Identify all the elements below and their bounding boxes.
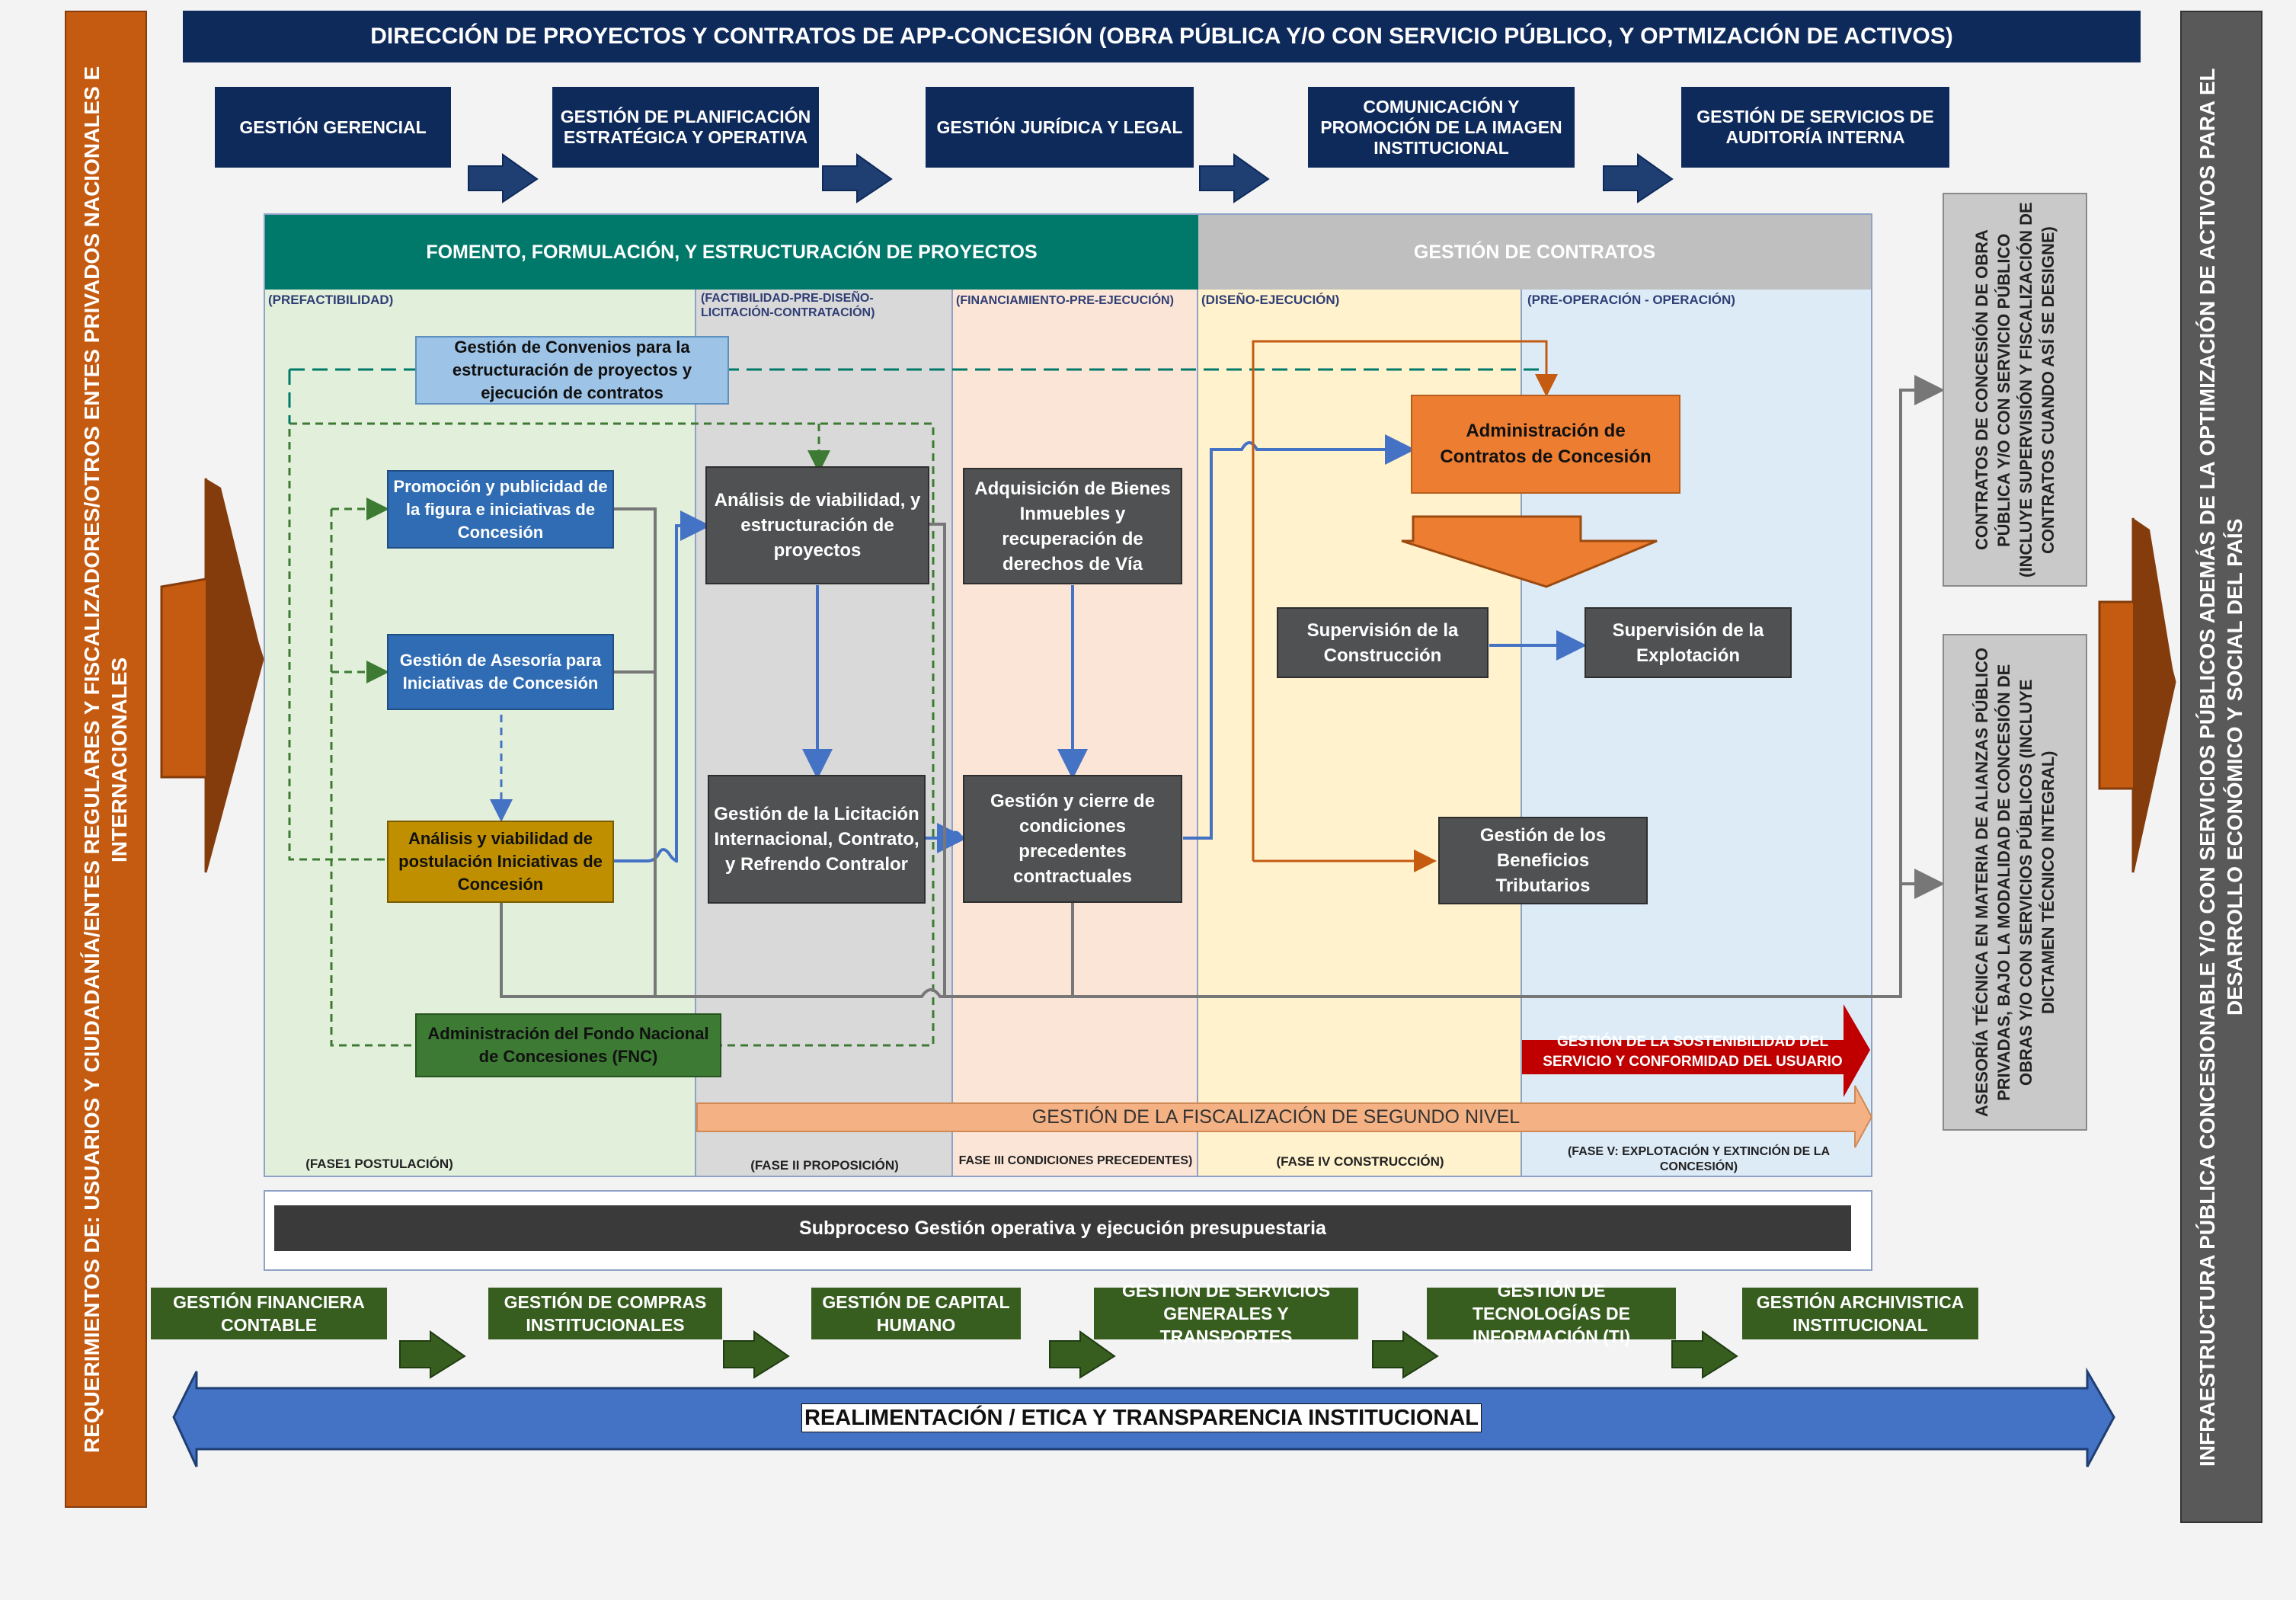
page-title: DIRECCIÓN DE PROYECTOS Y CONTRATOS DE AP… [183,11,2141,62]
support-unit-compras: GESTIÓN DE COMPRAS INSTITUCIONALES [488,1288,722,1339]
box-cierre-condiciones: Gestión y cierre de condiciones preceden… [963,775,1182,903]
box-analisis-viabilidad: Análisis de viabilidad, y estructuración… [705,466,929,584]
phase-label-top-1: (PREFACTIBILIDAD) [268,293,394,307]
box-gestion-convenios: Gestión de Convenios para la estructurac… [415,336,729,405]
output-asesoria-text: ASESORÍA TÉCNICA EN MATERIA DE ALIANZAS … [1972,648,2058,1118]
box-supervision-explotacion: Supervisión de la Explotación [1584,607,1792,678]
box-administracion-fnc: Administración del Fondo Nacional de Con… [415,1013,721,1077]
top-unit-comunicacion: COMUNICACIÓN Y PROMOCIÓN DE LA IMAGEN IN… [1308,87,1575,168]
support-unit-tecnologias: GESTIÓN DE TECNOLOGÍAS DE INFORMACIÓN (T… [1427,1281,1676,1346]
box-promocion-publicidad: Promoción y publicidad de la figura e in… [387,470,614,549]
box-adquisicion-bienes: Adquisición de Bienes Inmuebles y recupe… [963,468,1182,584]
feedback-label: REALIMENTACIÓN / ETICA Y TRANSPARENCIA I… [801,1403,1482,1432]
fiscalizacion-label: GESTIÓN DE LA FISCALIZACIÓN DE SEGUNDO N… [1031,1106,1521,1128]
left-banner: REQUERIMIENTOS DE: USUARIOS Y CIUDADANÍA… [65,11,147,1508]
right-banner: INFRAESTRUCTURA PÚBLICA CONCESIONABLE Y/… [2180,11,2262,1523]
support-unit-financiera: GESTIÓN FINANCIERA CONTABLE [151,1288,387,1339]
phase-label-top-4: (DISEÑO-EJECUCIÓN) [1201,293,1340,307]
box-beneficios-tributarios: Gestión de los Beneficios Tributarios [1438,817,1648,904]
phase-label-bottom-1: (FASE1 POSTULACIÓN) [305,1157,453,1171]
support-unit-servicios-generales: GESTIÓN DE SERVICIOS GENERALES Y TRANSPO… [1094,1281,1358,1346]
output-arrow-shape [2098,517,2176,873]
box-analisis-postulacion: Análisis y viabilidad de postulación Ini… [387,821,614,903]
box-supervision-construccion: Supervisión de la Construcción [1277,607,1489,678]
support-unit-archivistica: GESTIÓN ARCHIVISTICA INSTITUCIONAL [1742,1288,1978,1339]
top-unit-gerencial: GESTIÓN GERENCIAL [215,87,451,168]
output-contratos: CONTRATOS DE CONCESIÓN DE OBRA PÚBLICA Y… [1943,193,2087,587]
right-banner-text: INFRAESTRUCTURA PÚBLICA CONCESIONABLE Y/… [2195,67,2246,1467]
box-gestion-asesoria: Gestión de Asesoría para Iniciativas de … [387,634,614,710]
section-header-left: FOMENTO, FORMULACIÓN, Y ESTRUCTURACIÓN D… [265,215,1198,290]
top-unit-auditoria: GESTIÓN DE SERVICIOS DE AUDITORÍA INTERN… [1681,87,1949,168]
section-header-right: GESTIÓN DE CONTRATOS [1198,215,1871,290]
phase-label-bottom-3: FASE III CONDICIONES PRECEDENTES) [958,1154,1193,1167]
phase-column-2 [696,290,953,1176]
phase-label-top-2: (FACTIBILIDAD-PRE-DISEÑO-LICITACIÓN-CONT… [701,292,875,319]
phase-label-top-5: (PRE-OPERACIÓN - OPERACIÓN) [1527,293,1735,307]
box-gestion-licitacion: Gestión de la Licitación Internacional, … [708,775,926,904]
box-administracion-contratos: Administración de Contratos de Concesión [1411,395,1680,494]
top-unit-planificacion: GESTIÓN DE PLANIFICACIÓN ESTRATÉGICA Y O… [552,87,819,168]
output-contratos-text: CONTRATOS DE CONCESIÓN DE OBRA PÚBLICA Y… [1972,202,2058,578]
left-banner-text: REQUERIMIENTOS DE: USUARIOS Y CIUDADANÍA… [80,66,131,1453]
sostenibilidad-label: GESTIÓN DE LA SOSTENIBILIDAD DEL SERVICI… [1543,1034,1843,1070]
subprocess-bar: Subproceso Gestión operativa y ejecución… [274,1205,1851,1251]
phase-label-bottom-2: (FASE II PROPOSICIÓN) [750,1158,899,1173]
support-unit-capital-humano: GESTIÓN DE CAPITAL HUMANO [811,1288,1021,1339]
top-unit-juridica: GESTIÓN JURÍDICA Y LEGAL [926,87,1194,168]
phase-label-top-3: (FINANCIAMIENTO-PRE-EJECUCIÓN) [956,294,1174,307]
phase-label-bottom-4: (FASE IV CONSTRUCCIÓN) [1276,1154,1444,1169]
output-asesoria: ASESORÍA TÉCNICA EN MATERIA DE ALIANZAS … [1943,634,2087,1131]
phase-column-3 [953,290,1198,1176]
phase-label-bottom-5: (FASE V: EXPLOTACIÓN Y EXTINCIÓN DE LA C… [1567,1145,1831,1173]
input-arrow-shape [160,478,264,873]
